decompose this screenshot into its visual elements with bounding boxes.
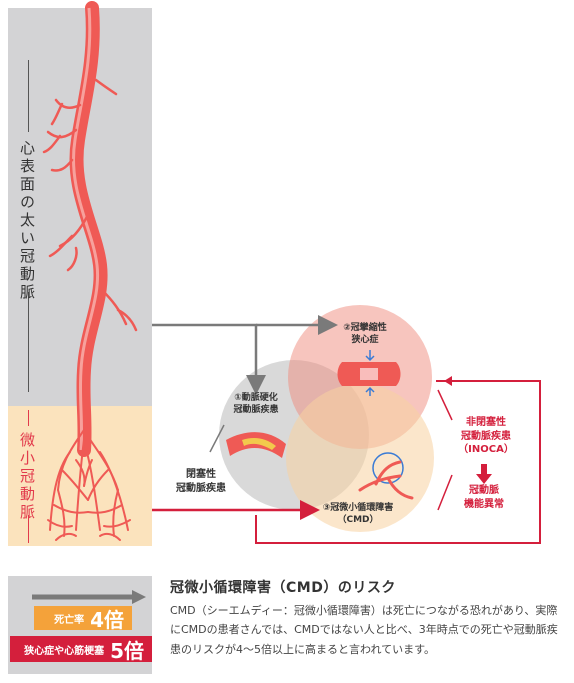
inoca-bracket <box>255 380 541 544</box>
arrow-to-circle1 <box>152 323 266 395</box>
angina-rate-value: 5倍 <box>110 638 144 663</box>
circle-cmd <box>286 384 434 532</box>
inoca-label: 非閉塞性 冠動脈疾患 （INOCA） <box>458 417 514 455</box>
circle1-label: ①動脈硬化 冠動脈疾患 <box>233 393 279 416</box>
micro-label-line-bottom <box>28 515 29 543</box>
micro-coronary-label: 微小冠動脈 <box>18 432 36 522</box>
risk-panel: 死亡率 4倍 狭心症や心筋梗塞 5倍 <box>8 576 152 674</box>
circle3-label: ③冠微小循環障害 （CMD） <box>322 503 394 526</box>
death-rate-value: 4倍 <box>90 607 124 632</box>
angina-rate-label: 狭心症や心筋梗塞 <box>24 645 105 657</box>
obstructive-label: 閉塞性 冠動脈疾患 <box>176 469 226 494</box>
inoca-pointer-top <box>437 389 453 421</box>
micro-label-line-top <box>28 410 29 426</box>
increase-arrow-icon <box>32 590 146 604</box>
angina-rate-box: 狭心症や心筋梗塞 5倍 <box>10 636 152 663</box>
obstructive-pointer <box>209 424 225 453</box>
death-rate-label: 死亡率 <box>54 614 85 626</box>
cmd-risk-body: CMD（シーエムディー：冠微小循環障害）は死亡につながる恐れがあり、実際にCMD… <box>170 604 558 656</box>
spasm-vessel-icon <box>337 350 401 396</box>
large-coronary-label: 心表面の太い冠動脈 <box>18 140 36 302</box>
bracket-arrowhead <box>444 376 452 386</box>
dysfunction-label: 冠動脈 機能異常 <box>464 485 504 510</box>
micro-vessel-icon <box>358 452 414 500</box>
cmd-risk-title: 冠微小循環障害（CMD）のリスク <box>170 580 396 596</box>
label-line-bottom <box>28 292 29 392</box>
plaque-vessel-icon <box>226 432 286 458</box>
main-coronary-vessel <box>42 1 138 541</box>
inoca-pointer-bottom <box>437 474 453 511</box>
circle2-label: ②冠攣縮性 狭心症 <box>343 323 387 346</box>
death-rate-box: 死亡率 4倍 <box>34 606 132 632</box>
label-line-top <box>28 60 29 132</box>
